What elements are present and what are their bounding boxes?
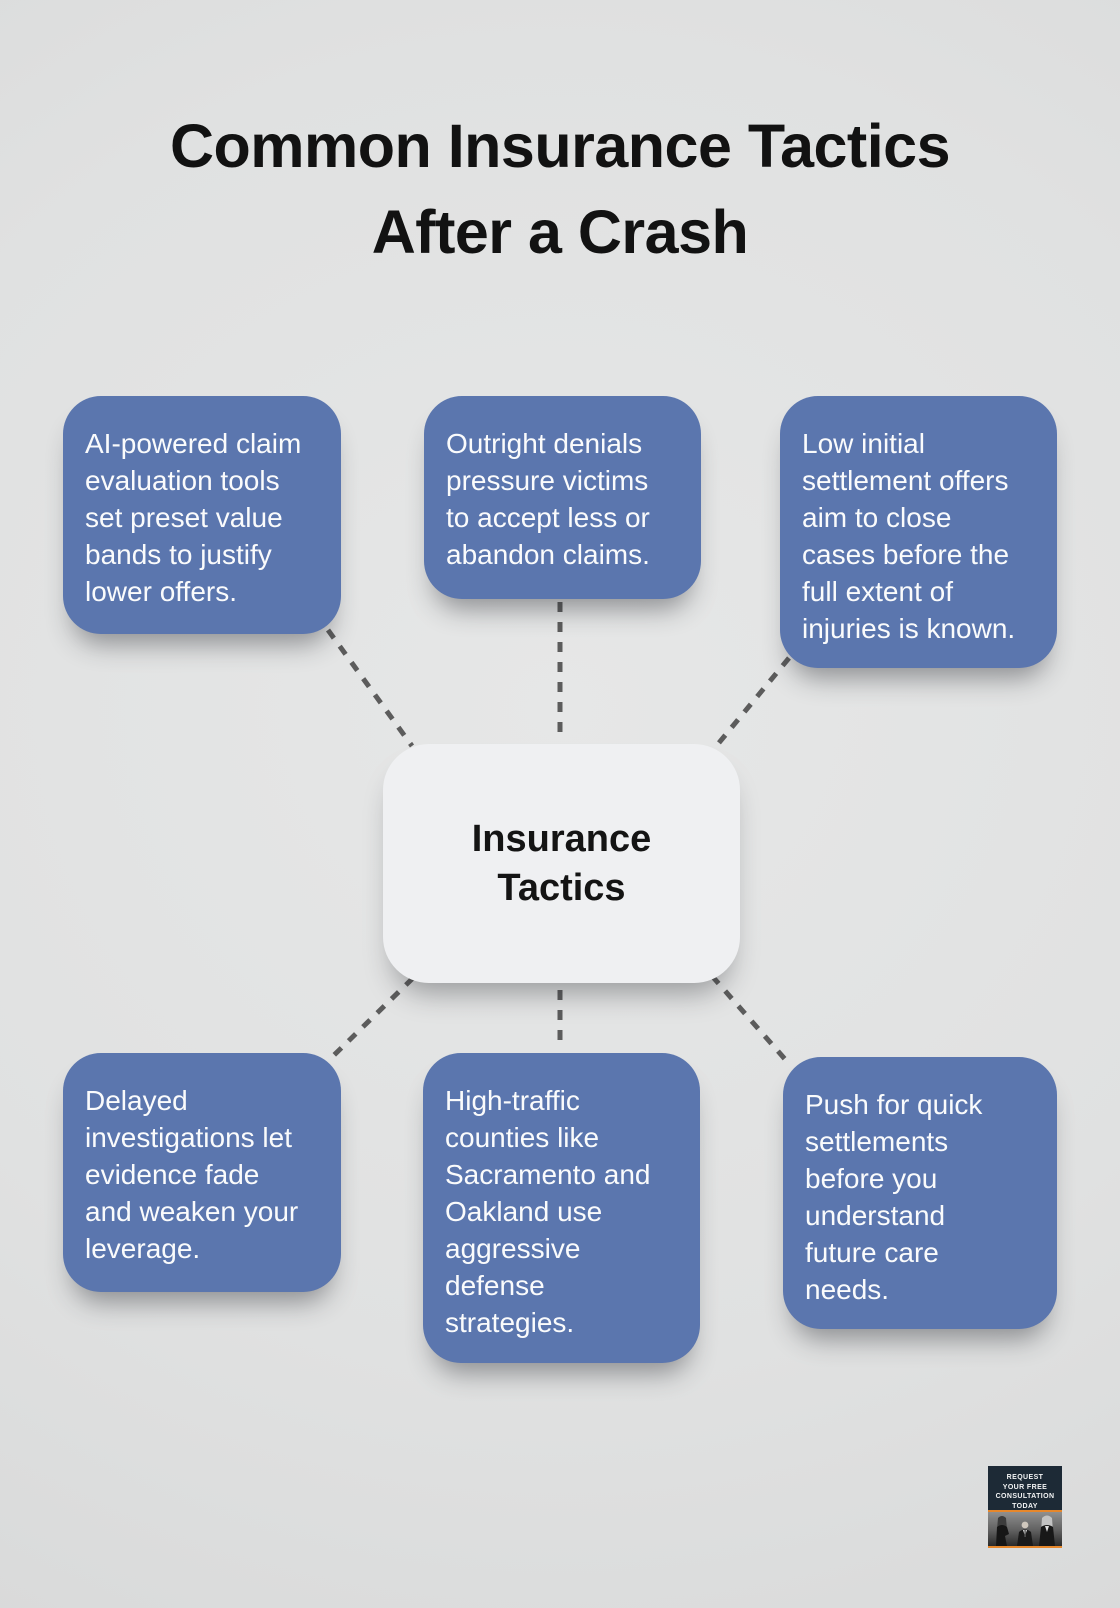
center-node-insurance-tactics: Insurance Tactics xyxy=(383,744,740,983)
connector-bottom-left xyxy=(327,976,415,1062)
tactic-card-quick-settlements: Push for quick settlements before you un… xyxy=(783,1057,1057,1329)
tactic-card-delayed-investigations: Delayed investigations let evidence fade… xyxy=(63,1053,341,1292)
connector-bottom-right xyxy=(710,974,793,1068)
tactic-card-outright-denials: Outright denials pressure victims to acc… xyxy=(424,396,701,599)
page-title: Common Insurance Tactics After a Crash xyxy=(0,103,1120,275)
tactic-card-low-offers: Low initial settlement offers aim to clo… xyxy=(780,396,1057,668)
connector-top-right xyxy=(711,656,791,752)
page-title-line1: Common Insurance Tactics xyxy=(169,112,951,180)
tactic-card-ai-evaluation: AI-powered claim evaluation tools set pr… xyxy=(63,396,341,634)
consultation-cta-badge[interactable]: REQUEST YOUR FREE CONSULTATION TODAY xyxy=(988,1466,1062,1548)
badge-divider-bottom xyxy=(988,1546,1062,1548)
page-title-line2: After a Crash xyxy=(371,198,749,266)
consultation-cta-text: REQUEST YOUR FREE CONSULTATION TODAY xyxy=(995,1474,1055,1510)
connector-top-left xyxy=(325,628,415,748)
attorneys-photo xyxy=(988,1512,1062,1546)
badge-divider-top xyxy=(988,1510,1062,1512)
tactic-card-aggressive-defense: High-traffic counties like Sacramento an… xyxy=(423,1053,700,1363)
